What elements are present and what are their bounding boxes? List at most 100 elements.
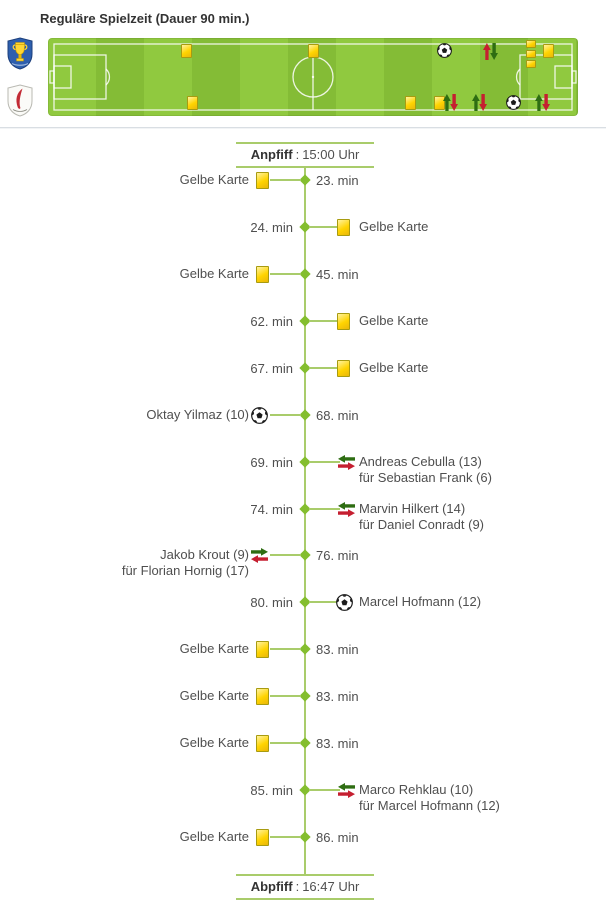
event-label-line1: Oktay Yilmaz (10)	[146, 407, 249, 422]
event-label: Gelbe Karte	[359, 360, 428, 376]
pitch-marker-goal	[506, 95, 522, 115]
final-whistle-time: 16:47 Uhr	[302, 879, 360, 894]
connector-line	[270, 648, 301, 650]
event-minute: 83. min	[316, 736, 359, 751]
yellow-card-icon	[256, 688, 269, 705]
connector-line	[309, 367, 340, 369]
event-minute: 68. min	[316, 408, 359, 423]
event-label: Gelbe Karte	[180, 172, 249, 188]
yellow-card-icon	[337, 313, 350, 330]
event-label: Marco Rehklau (10)für Marcel Hofmann (12…	[359, 782, 500, 814]
event-minute: 80. min	[250, 595, 293, 610]
yellow-card-icon	[337, 219, 350, 236]
substitution-arrows-icon	[337, 455, 356, 470]
event-label: Oktay Yilmaz (10)	[146, 407, 249, 423]
event-label-line1: Gelbe Karte	[179, 688, 249, 703]
event-label-line1: Gelbe Karte	[359, 360, 429, 375]
soccer-ball-icon	[251, 407, 268, 424]
substitution-arrows-icon	[337, 502, 356, 517]
connector-line	[270, 273, 301, 275]
connector-line	[270, 179, 301, 181]
event-minute: 83. min	[316, 689, 359, 704]
yellow-card-icon	[337, 360, 350, 377]
event-label-line1: Andreas Cebulla (13)	[359, 454, 482, 469]
event-minute: 76. min	[316, 548, 359, 563]
event-label: Gelbe Karte	[359, 313, 428, 329]
timeline-diamond	[299, 268, 311, 280]
timeline-diamond	[299, 831, 311, 843]
event-label-line1: Gelbe Karte	[359, 219, 429, 234]
yellow-card-icon	[256, 266, 269, 283]
kickoff-separator: :	[295, 147, 300, 162]
final-whistle-label: Abpfiff	[250, 879, 293, 894]
event-label: Jakob Krout (9)für Florian Hornig (17)	[122, 547, 249, 579]
pitch-marker-yellow-card	[433, 96, 445, 115]
kickoff-label: Anpfiff	[250, 147, 293, 162]
away-crest-icon	[7, 84, 33, 117]
event-label: Gelbe Karte	[180, 829, 249, 845]
event-label-line1: Gelbe Karte	[179, 641, 249, 656]
timeline-diamond	[299, 409, 311, 421]
event-label: Gelbe Karte	[180, 641, 249, 657]
event-label: Gelbe Karte	[180, 688, 249, 704]
pitch-marker-substitution	[534, 93, 550, 117]
connector-line	[309, 461, 340, 463]
football-pitch	[48, 38, 578, 116]
connector-line	[270, 742, 301, 744]
pitch-marker-substitution	[471, 93, 487, 117]
yellow-card-icon	[256, 641, 269, 658]
timeline-diamond	[299, 737, 311, 749]
pitch-marker-substitution	[443, 93, 459, 117]
connector-line	[309, 226, 340, 228]
event-label: Gelbe Karte	[180, 266, 249, 282]
connector-line	[309, 601, 340, 603]
home-club-crest	[7, 37, 33, 75]
event-label-line1: Gelbe Karte	[179, 266, 249, 281]
page-title: Reguläre Spielzeit (Dauer 90 min.)	[40, 11, 250, 26]
event-minute: 67. min	[250, 361, 293, 376]
soccer-ball-icon	[336, 594, 353, 611]
yellow-card-icon	[256, 735, 269, 752]
event-label: Andreas Cebulla (13)für Sebastian Frank …	[359, 454, 492, 486]
final-whistle-box: Abpfiff:16:47 Uhr	[236, 874, 374, 900]
event-label: Marvin Hilkert (14)für Daniel Conradt (9…	[359, 501, 484, 533]
event-label: Marcel Hofmann (12)	[359, 594, 481, 610]
yellow-card-icon	[256, 829, 269, 846]
event-label-line2: für Sebastian Frank (6)	[359, 470, 492, 485]
home-crest-icon	[7, 37, 33, 70]
connector-line	[309, 789, 340, 791]
event-label-line1: Marco Rehklau (10)	[359, 782, 474, 797]
pitch-marker-yellow-card-stack	[525, 40, 536, 70]
kickoff-time: 15:00 Uhr	[302, 147, 360, 162]
timeline-axis	[304, 168, 306, 874]
pitch-marker-yellow-card	[542, 44, 554, 63]
event-minute: 86. min	[316, 830, 359, 845]
event-minute: 62. min	[250, 314, 293, 329]
pitch-marker-yellow-card	[181, 44, 193, 63]
substitution-arrows-icon	[337, 783, 356, 798]
timeline-diamond	[299, 690, 311, 702]
timeline-diamond	[299, 643, 311, 655]
substitution-arrows-icon	[250, 548, 269, 563]
event-minute: 83. min	[316, 642, 359, 657]
event-label-line1: Gelbe Karte	[179, 735, 249, 750]
event-label-line1: Marcel Hofmann (12)	[359, 594, 482, 609]
event-label-line2: für Marcel Hofmann (12)	[359, 798, 500, 813]
event-label-line1: Gelbe Karte	[179, 829, 249, 844]
event-label: Gelbe Karte	[180, 735, 249, 751]
pitch-marker-yellow-card	[187, 96, 199, 115]
kickoff-box: Anpfiff:15:00 Uhr	[236, 142, 374, 168]
connector-line	[270, 414, 301, 416]
event-minute: 69. min	[250, 455, 293, 470]
connector-line	[270, 554, 301, 556]
connector-line	[309, 508, 340, 510]
timeline-diamond	[299, 174, 311, 186]
section-divider	[0, 127, 606, 129]
connector-line	[270, 836, 301, 838]
event-minute: 85. min	[250, 783, 293, 798]
event-label-line1: Gelbe Karte	[359, 313, 429, 328]
timeline-diamond	[299, 549, 311, 561]
event-label: Gelbe Karte	[359, 219, 428, 235]
event-label-line2: für Daniel Conradt (9)	[359, 517, 484, 532]
